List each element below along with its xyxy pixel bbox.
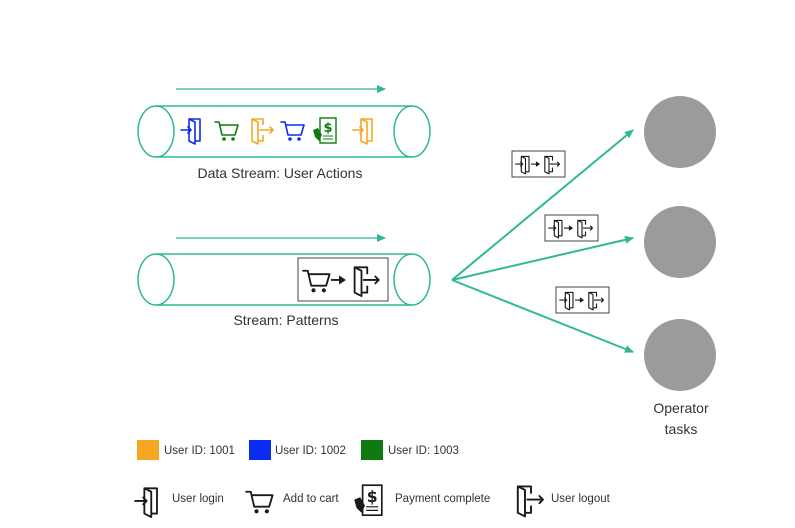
data-stream-user-actions: $ Data Stream: User Actions [137, 85, 431, 181]
operator-label-line2: tasks [665, 421, 698, 437]
stream-label: Stream: Patterns [233, 312, 338, 328]
svg-text:$: $ [367, 488, 378, 506]
add-to-cart-icon [280, 121, 305, 141]
user-logout-icon [516, 485, 544, 518]
user-legend-label: User ID: 1003 [388, 445, 459, 457]
add-to-cart-icon [245, 490, 274, 514]
user-login-icon [352, 118, 373, 145]
icon-legend-label: Add to cart [283, 493, 339, 505]
operator-task-3 [644, 319, 716, 391]
operator-task-2 [644, 206, 716, 278]
user-swatch-1002 [249, 440, 271, 460]
operator-task-1 [644, 96, 716, 168]
stream-tube [137, 105, 431, 158]
user-swatch-1001 [137, 440, 159, 460]
svg-text:$: $ [323, 121, 332, 136]
user-color-legend: User ID: 1001 User ID: 1002 User ID: 100… [137, 440, 459, 460]
user-login-icon [548, 219, 563, 239]
broadcast-pattern-boxes [511, 150, 610, 314]
add-to-cart-icon [214, 121, 239, 141]
user-login-icon [134, 487, 158, 518]
stream-patterns: Stream: Patterns [137, 234, 431, 328]
user-logout-icon [353, 266, 380, 297]
stream-events: $ [180, 117, 373, 145]
legend-icons: $ [134, 484, 544, 518]
user-logout-icon [251, 118, 274, 145]
user-legend-label: User ID: 1002 [275, 445, 346, 457]
arrow-right-icon [564, 225, 574, 231]
arrow-to-operator-2 [451, 235, 634, 281]
user-swatch-1003 [361, 440, 383, 460]
icon-legend: $ User login Add to cart Payment complet… [134, 484, 611, 518]
stream-tube [137, 253, 431, 306]
user-logout-icon [588, 291, 605, 311]
user-logout-icon [577, 219, 594, 239]
broadcast-arrows [451, 129, 634, 353]
icon-legend-label: User login [172, 493, 224, 505]
operator-label-line1: Operator [653, 400, 709, 416]
arrow-right-icon [575, 297, 585, 303]
pattern-cart-then-logout [302, 266, 380, 297]
arrow-to-operator-3 [451, 279, 634, 353]
stream-label: Data Stream: User Actions [198, 165, 363, 181]
broadcast-pattern-box-3 [555, 286, 610, 314]
user-login-icon [559, 291, 574, 311]
icon-legend-label: User logout [551, 493, 611, 505]
broadcast-pattern-box-2 [544, 214, 599, 242]
user-login-icon [180, 118, 201, 145]
add-to-cart-icon [302, 269, 331, 293]
operator-tasks: Operator tasks [644, 96, 716, 437]
user-logout-icon [544, 155, 561, 175]
payment-complete-icon: $ [354, 484, 383, 517]
user-login-icon [515, 155, 530, 175]
payment-complete-icon: $ [313, 117, 337, 144]
icon-legend-label: Payment complete [395, 493, 490, 505]
arrow-right-icon [331, 275, 346, 285]
user-legend-label: User ID: 1001 [164, 445, 235, 457]
arrow-right-icon [531, 161, 541, 167]
broadcast-pattern-box-1 [511, 150, 566, 178]
arrow-to-operator-1 [451, 129, 634, 281]
